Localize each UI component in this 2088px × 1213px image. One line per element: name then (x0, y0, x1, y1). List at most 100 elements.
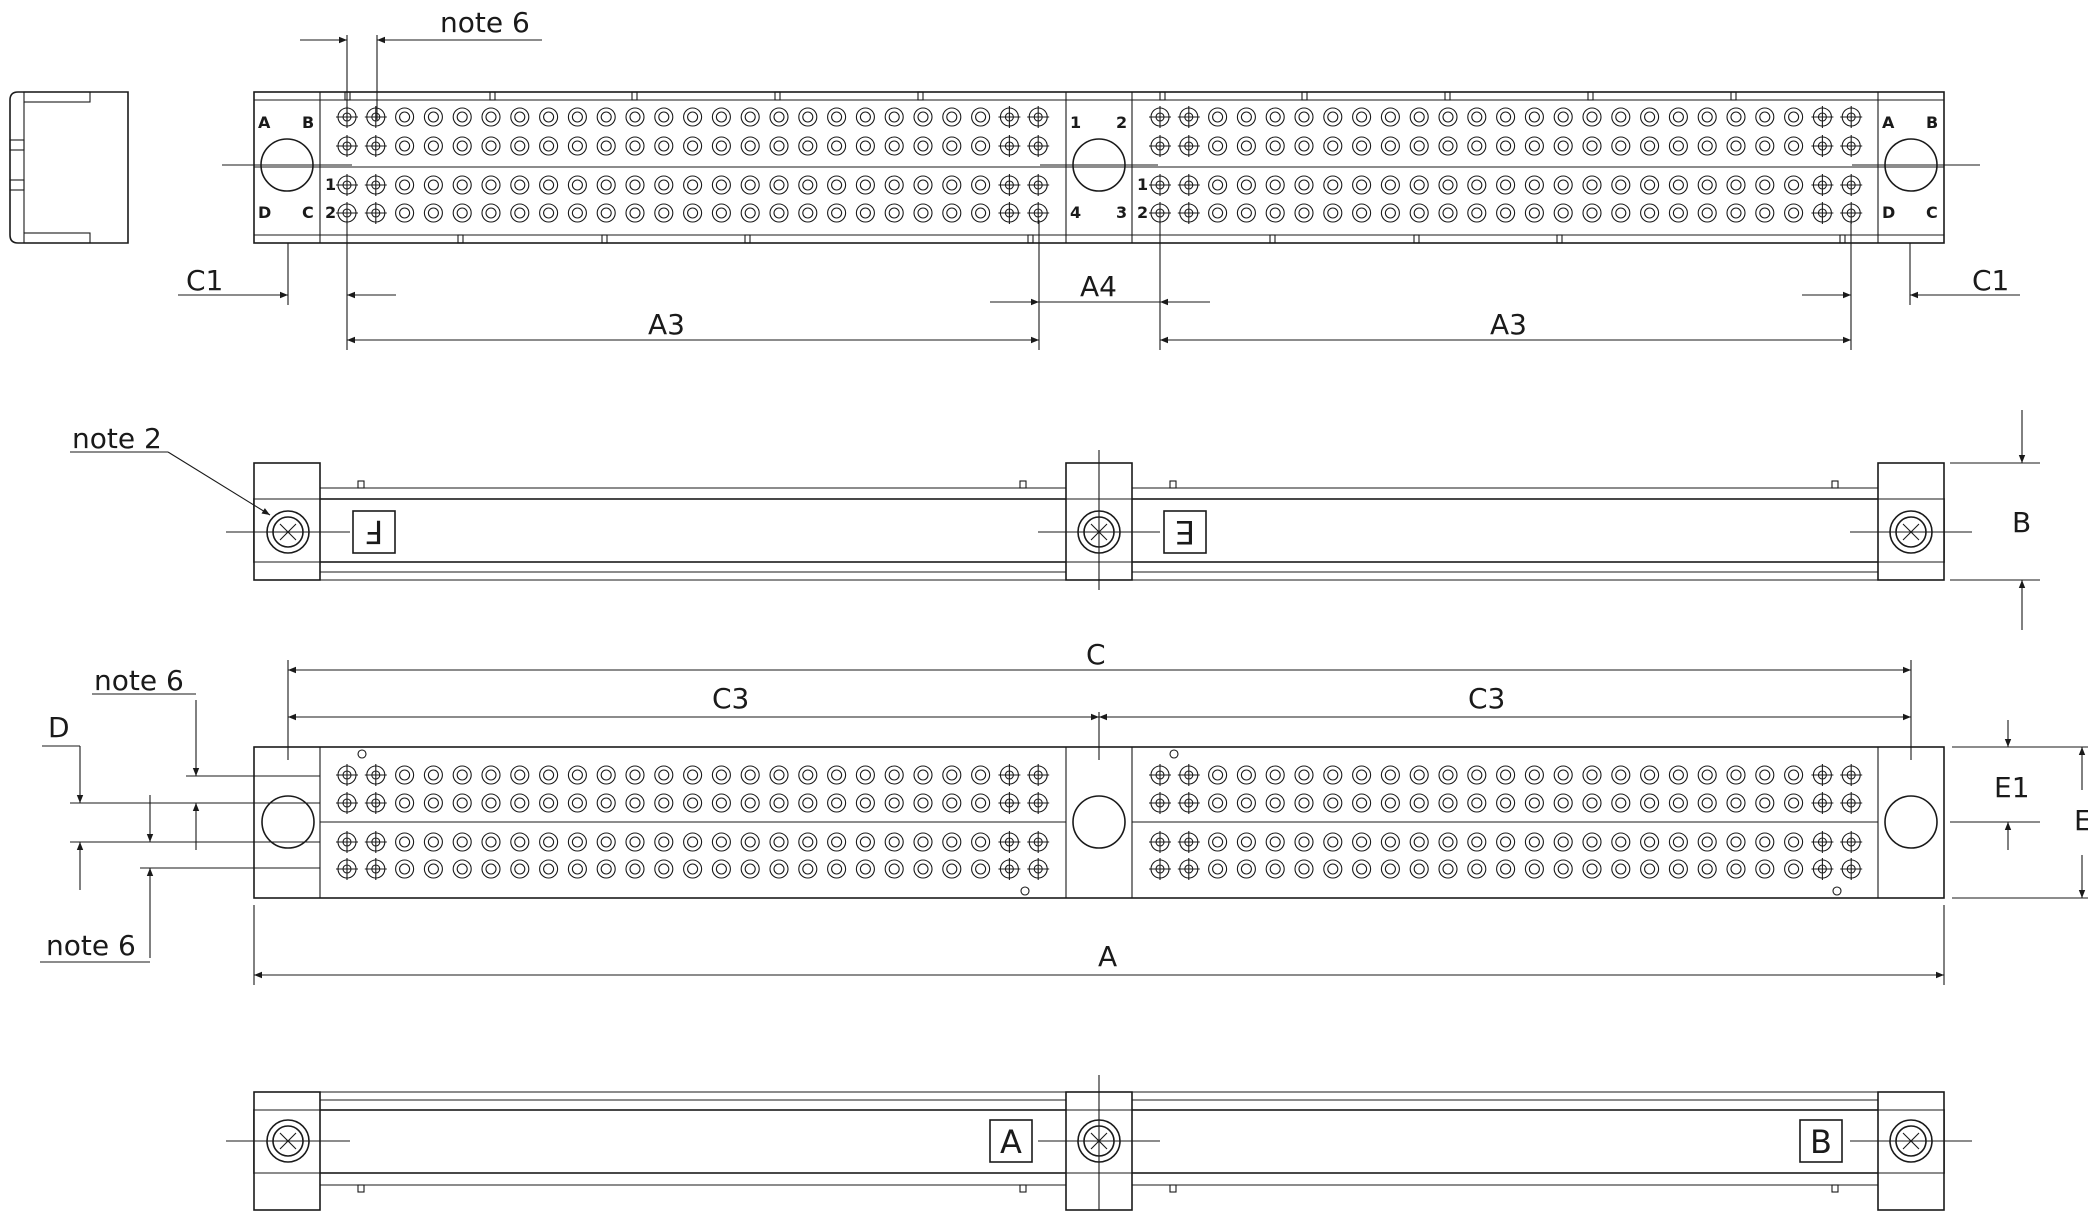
pin-contact-inner (543, 863, 555, 875)
pin-contact-inner (1701, 140, 1713, 152)
pin-contact-inner (571, 111, 583, 123)
pin-contact-inner (1298, 769, 1310, 781)
pin-contact (1236, 859, 1256, 879)
pin-contact (711, 765, 731, 785)
top-note-6-callout: note 6 (300, 6, 542, 120)
pin-contact (942, 832, 962, 852)
corner-label-d-right: D (1882, 203, 1895, 222)
pin-contact-inner (514, 111, 526, 123)
pin-contact (1784, 107, 1804, 127)
pin-crosshair (998, 831, 1021, 853)
pin-contact (798, 765, 818, 785)
pin-contact (539, 859, 559, 879)
pin-crosshair (1027, 135, 1050, 157)
pin-contact (452, 136, 472, 156)
pin-contact-inner (1298, 836, 1310, 848)
top-view: A B D C A B D C 1 2 4 3 1 2 1 2 (222, 91, 1980, 244)
pin-contact-inner (773, 111, 785, 123)
pin-contact (683, 793, 703, 813)
pin-crosshair (1149, 831, 1171, 853)
pin-crosshair (364, 106, 387, 128)
pin-contact-inner (1615, 179, 1627, 191)
pin-contact (740, 832, 760, 852)
pin-contact-inner (1413, 179, 1425, 191)
pin-crosshair (1811, 174, 1834, 196)
pin-crosshair (1027, 106, 1050, 128)
pin-contact-inner (1298, 797, 1310, 809)
pin-contact (1323, 793, 1343, 813)
note-2-text: note 2 (72, 422, 162, 455)
pin-contact-inner (571, 836, 583, 848)
pin-contact (1784, 793, 1804, 813)
pin-contact (769, 765, 789, 785)
pin-contact (827, 832, 847, 852)
pin-contact (1467, 859, 1487, 879)
pin-contact-inner (1500, 111, 1512, 123)
pin-contact (1726, 136, 1746, 156)
pin-crosshair (1149, 764, 1171, 786)
pin-crosshair (1840, 135, 1863, 157)
pin-contact (1496, 793, 1516, 813)
pin-contact (769, 203, 789, 223)
pin-contact (1668, 765, 1688, 785)
pin-contact-inner (485, 207, 497, 219)
mid-pin-label-3: 3 (1116, 203, 1127, 222)
pin-contact-inner (802, 863, 814, 875)
pin-contact-inner (1788, 769, 1800, 781)
pin-contact (740, 859, 760, 879)
pin-contact-inner (1327, 797, 1339, 809)
pin-contact-inner (1327, 836, 1339, 848)
pin-contact (539, 793, 559, 813)
pin-contact-inner (514, 863, 526, 875)
pin-contact (1668, 793, 1688, 813)
pin-contact (1524, 859, 1544, 879)
pin-contact (1611, 793, 1631, 813)
pin-contact (798, 859, 818, 879)
pin-contact (913, 765, 933, 785)
pin-contact-inner (831, 769, 843, 781)
pin-contact-inner (687, 179, 699, 191)
pin-contact-inner (744, 797, 756, 809)
pin-contact-inner (1557, 140, 1569, 152)
pin-contact (423, 175, 443, 195)
pin-contact-inner (917, 207, 929, 219)
pin-contact (510, 203, 530, 223)
key-notch (1587, 91, 1594, 101)
pin-contact-inner (1644, 797, 1656, 809)
pin-contact (683, 859, 703, 879)
pin-contact (1553, 175, 1573, 195)
pin-contact (625, 107, 645, 127)
pin-contact (510, 859, 530, 879)
pin-contact (855, 107, 875, 127)
pin-contact-inner (1644, 769, 1656, 781)
pin-contact (740, 765, 760, 785)
pin-contact-inner (1672, 863, 1684, 875)
pin-contact-inner (1384, 797, 1396, 809)
pin-contact-inner (543, 140, 555, 152)
pin-contact-inner (773, 863, 785, 875)
pin-contact-inner (1500, 769, 1512, 781)
pin-contact-inner (1528, 863, 1540, 875)
pin-contact (1323, 832, 1343, 852)
pin-contact-inner (485, 863, 497, 875)
pin-contact-inner (456, 140, 468, 152)
pin-contact (539, 765, 559, 785)
pin-contact-inner (629, 179, 641, 191)
pin-contact (971, 203, 991, 223)
pin-contact-inner (600, 111, 612, 123)
pin-contact-inner (975, 140, 987, 152)
key-notch (1413, 234, 1420, 244)
pin-contact (625, 765, 645, 785)
pin-contact (1697, 175, 1717, 195)
pin-contact-inner (399, 207, 411, 219)
pin-crosshair (364, 135, 387, 157)
pin-contact (740, 175, 760, 195)
pin-contact-inner (1298, 207, 1310, 219)
pin-contact (1236, 107, 1256, 127)
key-notch (1730, 91, 1737, 101)
pin-contact-inner (1557, 863, 1569, 875)
pin-contact (1755, 832, 1775, 852)
pin-contact (1726, 832, 1746, 852)
pin-contact-inner (1413, 207, 1425, 219)
pin-contact (942, 107, 962, 127)
